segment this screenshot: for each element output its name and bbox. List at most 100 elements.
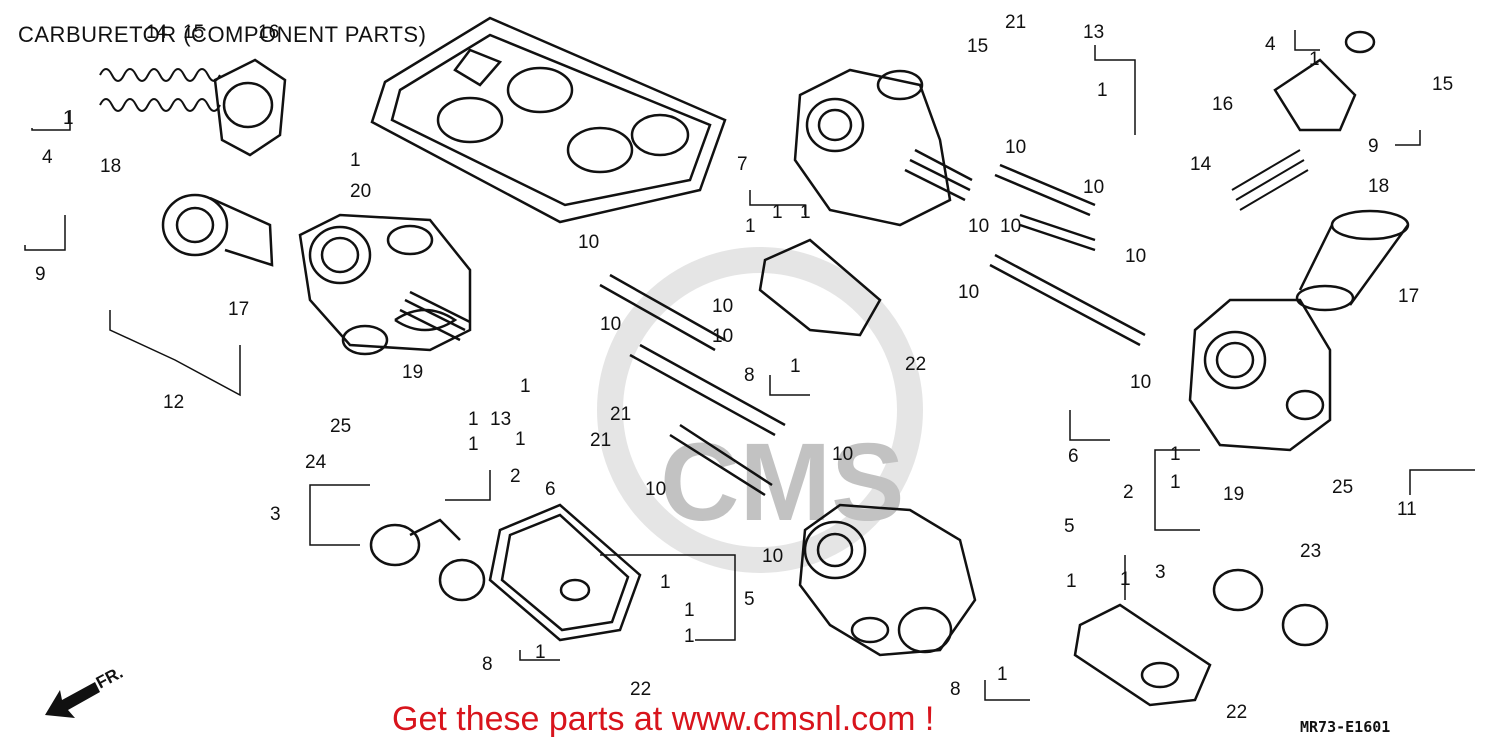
- pump-cover-right: [1212, 568, 1329, 647]
- callout-19: 19: [402, 362, 423, 383]
- callout-1g: 1: [745, 216, 756, 237]
- callout-18: 18: [100, 156, 121, 177]
- callout-21b: 21: [590, 430, 611, 451]
- callout-1e: 1: [520, 376, 531, 397]
- callout-6b: 6: [1068, 446, 1079, 467]
- carburetor-body-left: [298, 213, 472, 356]
- callout-8c: 8: [950, 679, 961, 700]
- fuel-pipes: [599, 163, 1146, 497]
- callout-23: 23: [1300, 541, 1321, 562]
- watermark-logo: CMS: [597, 247, 923, 573]
- callout-10j: 10: [968, 216, 989, 237]
- callout-13: 13: [490, 409, 511, 430]
- callout-10c: 10: [712, 296, 733, 317]
- callout-4b: 4: [1265, 34, 1276, 55]
- carburetor-body-top-right: [793, 68, 973, 227]
- callout-16b: 16: [1212, 94, 1233, 115]
- callout-24: 24: [305, 452, 327, 473]
- callout-1: 1: [63, 108, 74, 129]
- callout-2b: 2: [1123, 482, 1134, 503]
- carburetor-body-right: [1188, 298, 1332, 452]
- callout-12: 12: [163, 392, 184, 413]
- callout-1t: 1: [1120, 569, 1131, 590]
- spring-left: [99, 68, 221, 112]
- air-funnel-left: [161, 193, 274, 267]
- callout-10l: 10: [1125, 246, 1146, 267]
- callout-10g: 10: [762, 546, 783, 567]
- callout-10m: 10: [958, 282, 979, 303]
- callout-25b: 25: [1332, 477, 1353, 498]
- callout-17b: 17: [1398, 286, 1419, 307]
- callout-18b: 18: [1368, 176, 1389, 197]
- callout-21: 21: [610, 404, 631, 425]
- callout-19b: 19: [1223, 484, 1244, 505]
- callout-1s: 1: [1066, 571, 1077, 592]
- callout-10f: 10: [832, 444, 853, 465]
- callout-1i: 1: [800, 202, 811, 223]
- callout-1k: 1: [660, 572, 671, 593]
- diagram-code: MR73-E1601: [1300, 718, 1391, 736]
- spring-right: [1231, 149, 1309, 211]
- watermark-text: CMS: [660, 421, 904, 544]
- float-chamber-bottom-right: [1073, 603, 1212, 707]
- callout-1q: 1: [1170, 444, 1181, 465]
- callout-13b: 13: [1083, 22, 1104, 43]
- callout-15: 15: [183, 22, 204, 43]
- callout-1r: 1: [1170, 472, 1181, 493]
- callout-10d: 10: [712, 326, 733, 347]
- callout-10k: 10: [1000, 216, 1021, 237]
- callout-17: 17: [228, 299, 249, 320]
- callout-10a: 10: [578, 232, 599, 253]
- callout-3b: 3: [1155, 562, 1166, 583]
- leader-lines: [24, 30, 1475, 701]
- callout-6: 6: [545, 479, 556, 500]
- callout-1m: 1: [684, 626, 695, 647]
- callout-1c: 1: [468, 409, 479, 430]
- callout-10i: 10: [1083, 177, 1104, 198]
- float-chamber-center: [488, 503, 642, 642]
- callout-15b: 15: [967, 36, 988, 57]
- direction-arrow: [45, 682, 100, 718]
- callout-1u: 1: [997, 664, 1008, 685]
- callout-14: 14: [146, 22, 168, 43]
- air-funnel-right: [1295, 209, 1410, 312]
- callout-1h: 1: [772, 202, 783, 223]
- callout-22b: 22: [630, 679, 651, 700]
- callout-10b: 10: [600, 314, 621, 335]
- callout-10h: 10: [1005, 137, 1026, 158]
- callout-3: 3: [270, 504, 281, 525]
- diaphragm-cover-right: [1273, 30, 1376, 132]
- callout-10e: 10: [645, 479, 666, 500]
- callout-15c: 15: [1432, 74, 1453, 95]
- callout-8b: 8: [482, 654, 493, 675]
- float-chamber-top: [758, 238, 882, 337]
- callout-1n: 1: [535, 642, 546, 663]
- callout-25: 25: [330, 416, 351, 437]
- callout-5: 5: [744, 589, 755, 610]
- callout-8: 8: [744, 365, 755, 386]
- callout-1p: 1: [1309, 49, 1320, 70]
- callout-20: 20: [350, 181, 371, 202]
- callout-21c: 21: [1005, 12, 1026, 33]
- intake-plenum: [370, 16, 727, 224]
- callout-22: 22: [905, 354, 926, 375]
- callout-11: 11: [1397, 499, 1417, 520]
- callout-5b: 5: [1064, 516, 1075, 537]
- pump-cover-left: [369, 518, 486, 602]
- callout-1o: 1: [1097, 80, 1108, 101]
- callout-4: 4: [42, 147, 53, 168]
- callout-22c: 22: [1226, 702, 1247, 723]
- promo-text[interactable]: Get these parts at www.cmsnl.com !: [392, 700, 935, 738]
- callout-10n: 10: [1130, 372, 1151, 393]
- callout-1d: 1: [468, 434, 479, 455]
- callout-7: 7: [737, 154, 748, 175]
- carburetor-body-bottom-center: [798, 503, 977, 657]
- callout-9: 9: [35, 264, 46, 285]
- callout-1f: 1: [515, 429, 526, 450]
- part-callouts: 1 4 14 15 16 18 9 17 12 1 20 19 25 24 3 …: [35, 12, 1453, 723]
- callout-14b: 14: [1190, 154, 1212, 175]
- callout-1b: 1: [350, 150, 361, 171]
- callout-9b: 9: [1368, 136, 1379, 157]
- callout-2: 2: [510, 466, 521, 487]
